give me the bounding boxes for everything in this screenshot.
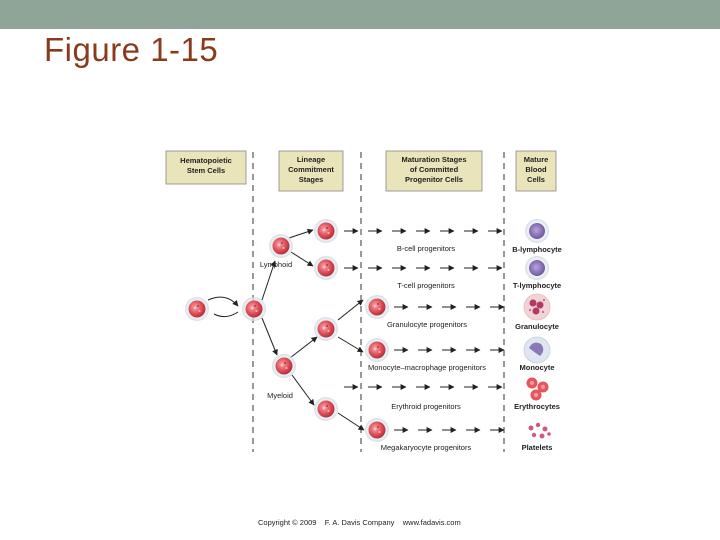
mature-cell-labels: B-lymphocyte T-lymphocyte Granulocyte Mo…: [512, 245, 562, 452]
mature-monocyte: [523, 336, 551, 364]
arrow-lymphoid-to-b: [288, 228, 314, 239]
stem-cell-1: [185, 297, 209, 321]
arrow-myeloid-to-ery: [291, 374, 315, 406]
header-mature-line2: Blood: [525, 165, 547, 174]
header-maturation-line3: Progenitor Cells: [405, 175, 463, 184]
monocyte-progenitor-cell: [365, 338, 389, 362]
header-stem-line1: Hematopoietic: [180, 156, 232, 165]
mature-label-monocyte: Monocyte: [519, 363, 554, 372]
mature-b-lymphocyte: [525, 219, 549, 243]
b-progenitor-cell: [314, 219, 338, 243]
mature-label-t: T-lymphocyte: [513, 281, 561, 290]
header-maturation-stages: Maturation Stages of Committed Progenito…: [385, 150, 483, 192]
mature-label-b: B-lymphocyte: [512, 245, 562, 254]
arrow-stem-to-myeloid: [261, 317, 278, 356]
header-stem-cells: Hematopoietic Stem Cells: [165, 150, 247, 185]
header-maturation-line2: of Committed: [410, 165, 459, 174]
granulocyte-progenitor-cell: [365, 295, 389, 319]
header-maturation-line1: Maturation Stages: [401, 155, 466, 164]
progenitor-label-monocyte: Monocyte–macrophage progenitors: [368, 363, 486, 372]
mature-label-erythrocytes: Erythrocytes: [514, 402, 560, 411]
t-progenitor-cell: [314, 256, 338, 280]
mature-label-platelets: Platelets: [522, 443, 553, 452]
mature-t-lymphocyte: [525, 256, 549, 280]
progenitor-labels: B-cell progenitors T-cell progenitors Gr…: [368, 244, 486, 452]
progenitor-label-megakaryocyte: Megakaryocyte progenitors: [381, 443, 472, 452]
stem-cell-2: [242, 297, 266, 321]
progenitor-cells: [185, 219, 389, 442]
stage-dividers: [252, 152, 505, 452]
self-renewal-arrow: [207, 296, 239, 307]
erythroid-progenitor-cell: [314, 397, 338, 421]
self-renewal-arrow-return: [213, 311, 239, 318]
progenitor-label-b: B-cell progenitors: [397, 244, 456, 253]
mature-platelets: [528, 422, 551, 439]
branch-arrows: [261, 228, 365, 431]
mature-erythrocytes: [526, 377, 549, 401]
arrow-stem-to-lymphoid: [261, 260, 277, 301]
copyright-footer: Copyright © 2009 F. A. Davis Company www…: [258, 518, 461, 527]
header-lineage-line1: Lineage: [297, 155, 325, 164]
slide-title: Figure 1-15: [44, 31, 219, 68]
top-accent-bar: [0, 0, 720, 29]
header-stem-line2: Stem Cells: [187, 166, 225, 175]
progenitor-label-erythroid: Erythroid progenitors: [391, 402, 461, 411]
header-mature-line3: Cells: [527, 175, 545, 184]
progenitor-label-t: T-cell progenitors: [397, 281, 455, 290]
arrow-myeloid-to-gm: [289, 336, 318, 359]
header-lineage-line3: Stages: [299, 175, 324, 184]
lymphoid-label: Lymphoid: [260, 260, 292, 269]
header-lineage-commitment: Lineage Commitment Stages: [278, 150, 344, 192]
myeloid-label: Myeloid: [267, 391, 293, 400]
mature-granulocyte: [523, 293, 551, 321]
arrow-gm-to-gran: [337, 299, 364, 321]
arrow-lymphoid-to-t: [290, 251, 314, 267]
arrow-gm-to-mono: [337, 336, 364, 353]
progenitor-arrow-rows: [344, 228, 505, 433]
header-mature-line1: Mature: [524, 155, 549, 164]
myeloid-cell: [272, 354, 296, 378]
progenitor-label-granulocyte: Granulocyte progenitors: [387, 320, 467, 329]
header-mature-blood-cells: Mature Blood Cells: [515, 150, 557, 192]
header-lineage-line2: Commitment: [288, 165, 334, 174]
gm-progenitor-cell: [314, 317, 338, 341]
arrow-ery-to-mega: [337, 412, 365, 431]
lymphoid-cell: [269, 234, 293, 258]
megakaryocyte-progenitor-cell: [365, 418, 389, 442]
mature-label-granulocyte: Granulocyte: [515, 322, 559, 331]
